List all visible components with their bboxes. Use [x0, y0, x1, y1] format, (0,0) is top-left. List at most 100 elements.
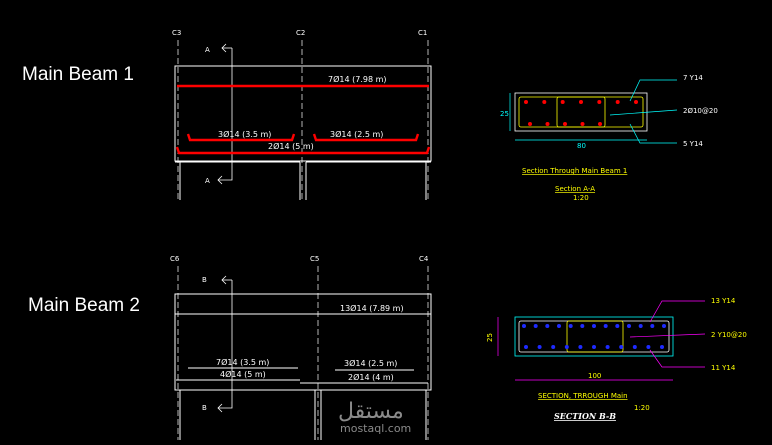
rebar-dot	[597, 100, 602, 104]
column-label-c6: C6	[170, 255, 180, 263]
rebar-dot	[638, 324, 643, 328]
section-b-scale: 1:20	[634, 404, 650, 412]
section-a-scale: 1:20	[573, 194, 589, 202]
section-a-bottom-label: 5 Y14	[683, 140, 703, 148]
section-a-width-label: 80	[577, 142, 586, 150]
rebar-dot	[646, 345, 651, 349]
section-a-stirrup-label: 2Ø10@20	[683, 107, 718, 115]
beam2-extra-rebar-left-1-label: 7Ø14 (3.5 m)	[216, 357, 269, 367]
section-b-width-label: 100	[588, 372, 601, 380]
section-b-bottom-label: 11 Y14	[711, 364, 736, 372]
rebar-dot	[545, 122, 550, 126]
rebar-dot	[533, 324, 538, 328]
beam1-bottom-rebar-label: 2Ø14 (5 m)	[268, 141, 314, 151]
rebar-dot	[662, 324, 666, 328]
rebar-dot	[524, 100, 528, 104]
rebar-dot	[557, 324, 561, 328]
rebar-dot	[545, 324, 550, 328]
section-a-a: 25 80 7 Y14 2Ø10@20 5 Y14 Section Throug…	[500, 74, 718, 202]
section-mark-a-bottom: A	[205, 177, 210, 185]
section-mark-a-top: A	[205, 46, 210, 54]
leader-a-top	[629, 79, 677, 102]
section-arrow-bottom-b	[217, 403, 223, 413]
section-a-stirrup-inner	[556, 96, 606, 128]
rebar-dot	[524, 345, 528, 349]
rebar-dot	[580, 122, 585, 126]
beam1-extra-rebar-right	[312, 133, 420, 142]
beam2-extra-rebar-left-2-label: 4Ø14 (5 m)	[220, 369, 266, 379]
beam1-extra-rebar-right-label: 3Ø14 (2.5 m)	[330, 129, 383, 139]
column-label-c1: C1	[418, 29, 427, 37]
rebar-dot	[627, 324, 631, 328]
section-b-stirrup-inner	[566, 320, 624, 353]
section-b-concrete	[514, 316, 674, 357]
section-a-bottom-bars	[528, 122, 602, 126]
section-mark-b-top: B	[202, 276, 207, 284]
rebar-dot	[615, 100, 620, 104]
rebar-dot	[578, 345, 583, 349]
section-a-caption: Section Through Main Beam 1	[522, 167, 627, 175]
section-b-caption: SECTION, TRROUGH Main	[538, 392, 628, 400]
section-cut-line-b	[218, 280, 233, 409]
section-cut-line-a	[218, 48, 233, 181]
leader-b-bottom	[649, 349, 705, 368]
section-a-top-bars	[524, 100, 638, 104]
beam1-outline	[174, 65, 432, 162]
section-arrow-top-b	[221, 275, 227, 285]
rebar-dot	[568, 324, 573, 328]
rebar-dot	[634, 100, 638, 104]
section-b-b: 25 100 13 Y14 2 Y10@20 11 Y14 SECTION, T…	[486, 297, 747, 421]
section-a-top-label: 7 Y14	[683, 74, 703, 82]
beam2-extra-rebar-right-1-label: 3Ø14 (2.5 m)	[344, 358, 397, 368]
rebar-dot	[522, 324, 526, 328]
rebar-dot	[660, 345, 664, 349]
section-b-height-label: 25	[486, 333, 494, 342]
rebar-dot	[579, 100, 583, 104]
beam2-extra-rebar-right-2-label: 2Ø14 (4 m)	[348, 372, 394, 382]
rebar-dot	[592, 345, 596, 349]
rebar-dot	[603, 324, 608, 328]
section-b-bottom-bars	[524, 345, 664, 349]
leader-a-stirrup	[609, 109, 678, 116]
leader-b-stirrup	[629, 333, 706, 338]
rebar-dot	[650, 324, 655, 328]
section-b-stirrup-label: 2 Y10@20	[711, 331, 747, 339]
rebar-dot	[563, 122, 567, 126]
section-mark-b-bottom: B	[202, 404, 207, 412]
rebar-dot	[564, 345, 569, 349]
section-arrow-top-a	[221, 43, 227, 53]
rebar-dot	[542, 100, 547, 104]
column-label-c2: C2	[296, 29, 305, 37]
beam2-elevation: Main Beam 2 C6 C5 C4 13Ø14 (7.89 m) B B …	[28, 255, 432, 440]
watermark-arabic: مستقل	[338, 399, 404, 424]
beam2-title: Main Beam 2	[28, 295, 140, 316]
beam1-title: Main Beam 1	[22, 64, 134, 85]
rebar-dot	[537, 345, 542, 349]
beam1-extra-rebar-left	[186, 133, 296, 142]
rebar-dot	[592, 324, 596, 328]
beam1-extra-rebar-left-label: 3Ø14 (3.5 m)	[218, 129, 271, 139]
beam1-elevation: Main Beam 1 C3 C2 C1 A A 7Ø14 (7.98 m) 3…	[22, 29, 432, 200]
section-b-name: SECTION B-B	[554, 411, 616, 421]
rebar-dot	[605, 345, 610, 349]
rebar-dot	[551, 345, 556, 349]
section-a-height-label: 25	[500, 110, 509, 118]
rebar-dot	[598, 122, 602, 126]
leader-a-bottom	[629, 123, 677, 144]
column-label-c4: C4	[419, 255, 429, 263]
rebar-dot	[615, 324, 620, 328]
rebar-dot	[528, 122, 532, 126]
rebar-dot	[560, 100, 565, 104]
beam1-bottom-rebar	[175, 146, 431, 155]
section-b-top-label: 13 Y14	[711, 297, 736, 305]
beam2-top-rebar-label: 13Ø14 (7.89 m)	[340, 303, 404, 313]
rebar-dot	[580, 324, 585, 328]
mostaql-watermark: مستقل mostaql.com	[338, 399, 411, 435]
rebar-dot	[632, 345, 637, 349]
column-label-c5: C5	[310, 255, 319, 263]
watermark-latin: mostaql.com	[340, 422, 411, 435]
section-a-name: Section A-A	[555, 185, 595, 193]
rebar-dot	[619, 345, 624, 349]
section-arrow-bottom-a	[217, 175, 223, 185]
